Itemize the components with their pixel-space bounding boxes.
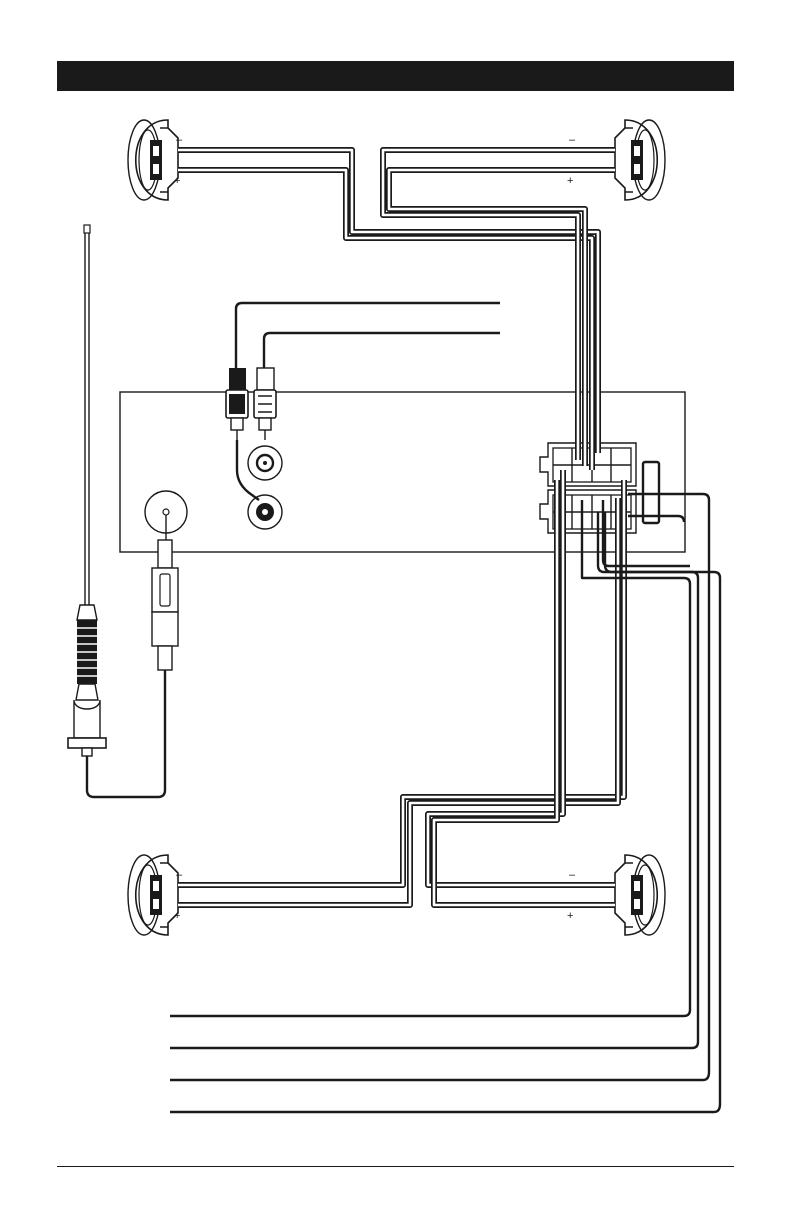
rca-plug-white: [254, 368, 276, 440]
front-left-plus: +: [174, 175, 180, 187]
front-left-minus: –: [176, 134, 183, 146]
rca-plug-black: [226, 368, 248, 440]
fuse-holder: [643, 462, 659, 523]
front-right-wire-minus: [383, 150, 615, 460]
front-left-speaker: [128, 120, 178, 200]
rear-left-plus: +: [174, 910, 180, 922]
power-wire-1: [170, 500, 690, 1016]
rear-right-plus: +: [567, 910, 573, 922]
front-right-minus: –: [569, 134, 576, 146]
antenna-mast: [68, 225, 106, 756]
power-wire-3: [170, 494, 709, 1080]
rear-left-minus: –: [176, 869, 183, 881]
front-right-speaker: [615, 120, 665, 200]
rca-cable-left: [236, 303, 500, 368]
rear-left-speaker: [128, 855, 178, 935]
rear-right-speaker: [615, 855, 665, 935]
front-right-plus: +: [567, 175, 573, 187]
rca-cable-right: [264, 333, 500, 370]
antenna-adapter: [152, 540, 178, 670]
rear-right-minus: –: [569, 869, 576, 881]
